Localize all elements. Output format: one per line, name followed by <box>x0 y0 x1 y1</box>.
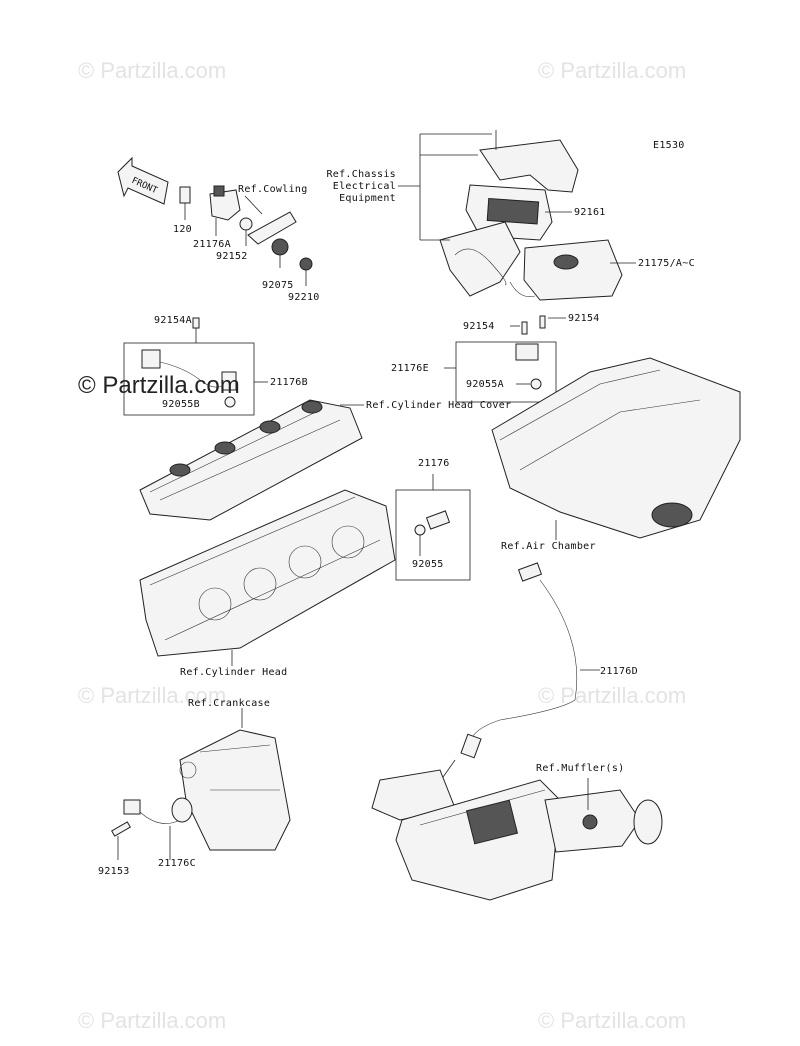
ecu-bracket-assembly <box>439 130 623 301</box>
front-arrow-icon: FRONT <box>117 156 169 205</box>
label-92055A: 92055A <box>466 379 504 390</box>
label-ref-chassis-1: Ref.Chassis <box>326 169 396 180</box>
watermark-mid-right: © Partzilla.com <box>538 683 687 708</box>
label-92154A: 92154A <box>154 315 192 326</box>
label-92154-right: 92154 <box>568 313 600 324</box>
cylinder-head-cover <box>139 399 364 521</box>
sensor-cable-21176D <box>433 562 600 791</box>
watermark-top-left: © Partzilla.com <box>78 58 227 83</box>
label-21176E: 21176E <box>391 363 429 374</box>
label-120: 120 <box>173 224 192 235</box>
label-92075: 92075 <box>262 280 294 291</box>
label-ref-crankcase: Ref.Crankcase <box>188 698 271 709</box>
cylinder-head <box>139 489 396 666</box>
label-ref-cylinder-head: Ref.Cylinder Head <box>180 667 288 678</box>
sensor-21176B <box>141 317 268 408</box>
label-21175: 21175/A~C <box>638 258 695 269</box>
label-92055: 92055 <box>412 559 444 570</box>
label-ref-chassis-2: Electrical <box>332 181 396 192</box>
air-chamber <box>491 357 741 540</box>
diagram-code: E1530 <box>653 140 685 151</box>
label-92055B: 92055B <box>162 399 200 410</box>
label-92152: 92152 <box>216 251 248 262</box>
box-21176B <box>123 342 255 416</box>
label-92154-left: 92154 <box>463 321 495 332</box>
watermark-prominent: © Partzilla.com <box>78 372 240 399</box>
watermark-mid-left: © Partzilla.com <box>78 683 227 708</box>
watermark-top-right: © Partzilla.com <box>538 58 687 83</box>
label-92153: 92153 <box>98 866 130 877</box>
box-21176E <box>455 341 557 403</box>
sensor-21176 <box>414 510 451 556</box>
label-92161: 92161 <box>574 207 606 218</box>
label-ref-air-chamber: Ref.Air Chamber <box>501 541 596 552</box>
watermark-bottom-left: © Partzilla.com <box>78 1008 227 1033</box>
label-21176: 21176 <box>418 458 450 469</box>
label-ref-cylinder-head-cover: Ref.Cylinder Head Cover <box>366 400 512 411</box>
cowling-sensor-parts <box>179 185 313 286</box>
label-21176A: 21176A <box>193 239 231 250</box>
label-21176B: 21176B <box>270 377 308 388</box>
label-21176D: 21176D <box>600 666 638 677</box>
sensor-21176E <box>510 315 566 420</box>
sensor-21176C <box>111 797 193 860</box>
muffler <box>371 769 663 901</box>
label-ref-muffler: Ref.Muffler(s) <box>536 763 625 774</box>
crankcase <box>179 708 291 851</box>
watermark-bottom-right: © Partzilla.com <box>538 1008 687 1033</box>
label-ref-chassis-3: Equipment <box>339 193 396 204</box>
label-92210: 92210 <box>288 292 320 303</box>
label-21176C: 21176C <box>158 858 196 869</box>
label-ref-cowling: Ref.Cowling <box>238 184 308 195</box>
